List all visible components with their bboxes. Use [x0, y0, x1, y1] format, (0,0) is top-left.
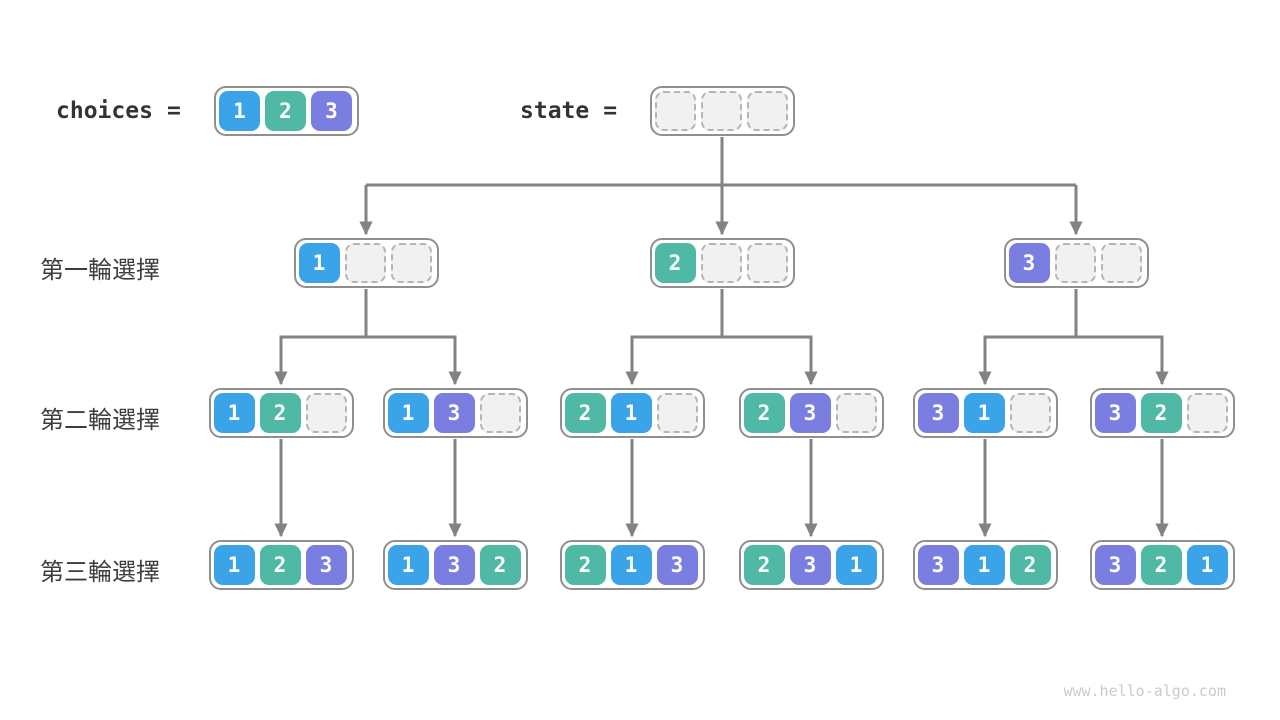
- empty-cell: [701, 91, 742, 131]
- row-label-round1: 第一輪選擇: [40, 257, 160, 284]
- empty-cell: [305, 393, 347, 433]
- value-cell-3: 3: [917, 545, 959, 585]
- empty-cell: [656, 393, 698, 433]
- row-label-round3: 第三輪選擇: [40, 559, 160, 586]
- value-cell-1: 1: [387, 393, 429, 433]
- value-cell-3: 3: [1094, 393, 1136, 433]
- value-cell-1: 1: [219, 91, 260, 131]
- value-cell-3: 3: [789, 393, 831, 433]
- empty-cell: [1186, 393, 1228, 433]
- value-cell-3: 3: [433, 545, 475, 585]
- value-cell-2: 2: [654, 243, 696, 283]
- empty-cell: [835, 393, 877, 433]
- choices-label: choices: [56, 98, 153, 124]
- value-cell-3: 3: [305, 545, 347, 585]
- empty-cell: [746, 243, 788, 283]
- state-box-r1-1: 2: [649, 238, 795, 288]
- value-cell-3: 3: [789, 545, 831, 585]
- value-cell-3: 3: [433, 393, 475, 433]
- value-cell-1: 1: [213, 393, 255, 433]
- empty-cell: [700, 243, 742, 283]
- value-cell-2: 2: [259, 393, 301, 433]
- value-cell-1: 1: [610, 545, 652, 585]
- state-box-state-root: [650, 86, 795, 136]
- value-cell-3: 3: [1008, 243, 1050, 283]
- value-cell-3: 3: [1094, 545, 1136, 585]
- state-box-r1-2: 3: [1003, 238, 1149, 288]
- value-cell-2: 2: [265, 91, 306, 131]
- value-cell-1: 1: [963, 393, 1005, 433]
- row-label-round2: 第二輪選擇: [40, 407, 160, 434]
- empty-cell: [655, 91, 696, 131]
- empty-cell: [390, 243, 432, 283]
- watermark: www.hello-algo.com: [1063, 682, 1226, 700]
- empty-cell: [1100, 243, 1142, 283]
- state-header: state =: [520, 86, 617, 136]
- value-cell-1: 1: [963, 545, 1005, 585]
- value-cell-3: 3: [917, 393, 959, 433]
- value-cell-2: 2: [743, 393, 785, 433]
- value-cell-3: 3: [656, 545, 698, 585]
- value-cell-1: 1: [835, 545, 877, 585]
- value-cell-2: 2: [1140, 393, 1182, 433]
- choices-header: choices =: [56, 86, 181, 136]
- empty-cell: [344, 243, 386, 283]
- value-cell-2: 2: [1009, 545, 1051, 585]
- empty-cell: [1009, 393, 1051, 433]
- value-cell-2: 2: [1140, 545, 1182, 585]
- value-cell-2: 2: [479, 545, 521, 585]
- value-cell-2: 2: [564, 545, 606, 585]
- value-cell-1: 1: [298, 243, 340, 283]
- value-cell-1: 1: [213, 545, 255, 585]
- value-cell-1: 1: [610, 393, 652, 433]
- value-cell-2: 2: [564, 393, 606, 433]
- choices-equals: =: [166, 98, 181, 124]
- value-cell-2: 2: [743, 545, 785, 585]
- state-label: state: [520, 98, 590, 124]
- value-cell-1: 1: [387, 545, 429, 585]
- state-box-r1-0: 1: [293, 238, 439, 288]
- value-cell-2: 2: [259, 545, 301, 585]
- empty-cell: [479, 393, 521, 433]
- empty-cell: [747, 91, 788, 131]
- empty-cell: [1054, 243, 1096, 283]
- state-equals: =: [603, 98, 618, 124]
- value-cell-3: 3: [311, 91, 352, 131]
- value-cell-1: 1: [1186, 545, 1228, 585]
